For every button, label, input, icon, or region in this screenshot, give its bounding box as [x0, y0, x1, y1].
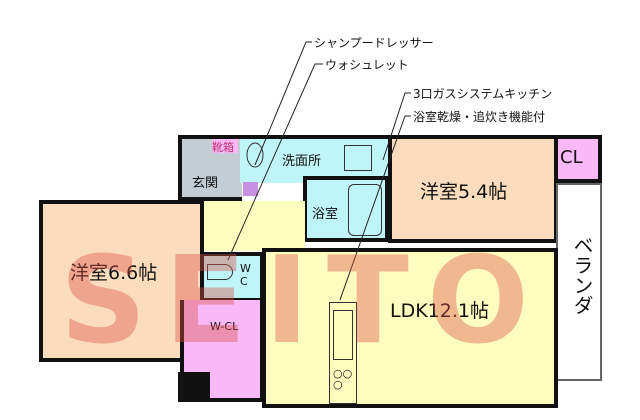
- toilet-label: W C: [240, 262, 251, 288]
- shoe-box: [212, 139, 238, 153]
- wall-block: [178, 372, 210, 402]
- balcony: [556, 183, 602, 381]
- annotation-washlet: ウォシュレット: [325, 58, 409, 72]
- bathtub-icon: [348, 184, 382, 236]
- closet-label: CL: [560, 147, 583, 168]
- shoe-box-label: 靴箱: [212, 141, 234, 154]
- hallway: [200, 201, 305, 251]
- bathroom: [303, 176, 389, 242]
- toilet-icon: [207, 264, 233, 280]
- western-room-5-4: [388, 135, 558, 243]
- bathroom-label: 浴室: [312, 207, 339, 222]
- sink-icon: [333, 310, 353, 360]
- annotation-gas-kitchen: 3口ガスシステムキッチン: [413, 87, 553, 101]
- storage: [243, 182, 258, 196]
- gas-stove-icon: ○○○: [333, 367, 353, 391]
- washroom: [240, 135, 390, 183]
- closet-cl: [554, 135, 602, 183]
- annotation-bath-dryer: 浴室乾燥・追炊き機能付: [413, 110, 546, 124]
- western-room-5-4-label: 洋室5.4帖: [420, 181, 508, 203]
- ldk: [262, 248, 558, 408]
- walk-in-closet-label: W-CL: [210, 320, 239, 333]
- annotation-shampoo-dresser: シャンプードレッサー: [314, 36, 434, 50]
- entrance-label: 玄関: [192, 176, 219, 191]
- washroom-label: 洗面所: [282, 154, 322, 169]
- washing-machine-space: [344, 145, 372, 171]
- western-room-6-6: [39, 200, 204, 362]
- western-room-6-6-label: 洋室6.6帖: [70, 262, 158, 284]
- ldk-label: LDK12.1帖: [390, 300, 489, 322]
- balcony-label: ベランダ: [570, 235, 594, 315]
- kitchen-counter: [329, 302, 357, 404]
